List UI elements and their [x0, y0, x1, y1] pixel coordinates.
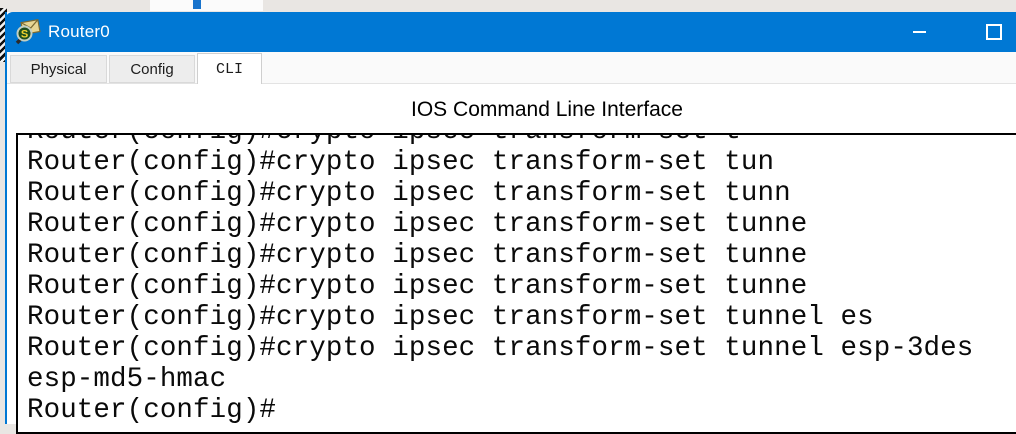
- workspace-background-patch: [150, 0, 263, 11]
- cli-prompt-line: Router(config)#: [27, 395, 277, 426]
- tab-physical[interactable]: Physical: [10, 55, 107, 83]
- cli-line-clipped: Router(config)#crypto ipsec transform-se…: [27, 135, 1016, 147]
- tab-cli[interactable]: CLI: [197, 53, 262, 84]
- cli-line: Router(config)#crypto ipsec transform-se…: [27, 240, 808, 271]
- cli-line: Router(config)#crypto ipsec transform-se…: [27, 271, 808, 302]
- tab-config[interactable]: Config: [109, 55, 195, 83]
- packet-tracer-icon: S: [14, 18, 42, 46]
- cli-terminal[interactable]: Router(config)#crypto ipsec transform-se…: [16, 133, 1016, 434]
- cli-line: Router(config)#crypto ipsec transform-se…: [27, 147, 775, 178]
- cli-line: Router(config)#crypto ipsec transform-se…: [27, 209, 808, 240]
- cli-heading: IOS Command Line Interface: [411, 98, 683, 121]
- window-title: Router0: [48, 22, 110, 41]
- cli-line: Router(config)#crypto ipsec transform-se…: [27, 302, 874, 333]
- cli-line: Router(config)#crypto ipsec transform-se…: [27, 333, 974, 364]
- svg-text:S: S: [21, 29, 28, 41]
- cli-pane: IOS Command Line Interface Router(config…: [7, 84, 1016, 434]
- minimize-button[interactable]: [913, 31, 926, 33]
- maximize-button[interactable]: [986, 24, 1002, 40]
- router0-window: S Router0 Physical Config CLI IOS Comman…: [5, 12, 1016, 434]
- background-device-fragment: [0, 8, 7, 62]
- cli-line: Router(config)#crypto ipsec transform-se…: [27, 178, 791, 209]
- tab-bar: Physical Config CLI: [7, 52, 1016, 84]
- cli-line: esp-md5-hmac: [27, 364, 227, 395]
- title-bar[interactable]: S Router0: [5, 12, 1016, 52]
- workspace-cable-fragment: [193, 0, 201, 9]
